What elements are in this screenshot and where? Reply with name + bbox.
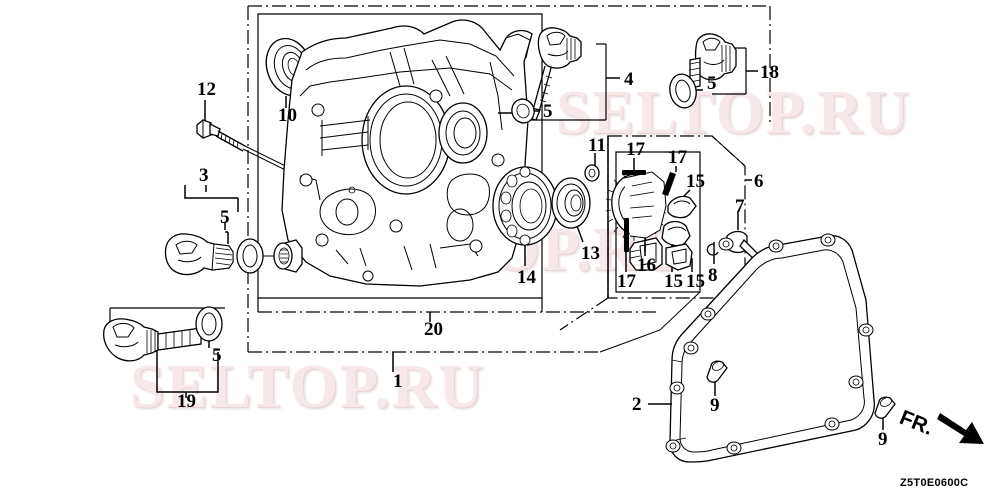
part-20-crankcase-cover [274,20,532,286]
callout-15-mid: 15 [664,271,683,292]
group-box-4 [528,44,620,120]
callout-14: 14 [517,267,536,288]
part-5b-o-ring [196,307,222,348]
callout-5-dipstick-oring: 5 [543,101,553,122]
part-16-oil-pump-rotor [606,170,667,270]
callout-3: 3 [199,165,209,186]
callout-5-filler-oring: 5 [220,207,230,228]
part-15b-vane [662,222,690,273]
part-11-snap-ring [585,153,599,181]
callout-1: 1 [393,371,403,392]
fr-arrow-icon [937,413,984,444]
callout-15-right: 15 [686,271,705,292]
callout-5-gauge-oring: 5 [212,345,222,366]
callout-9-right: 9 [878,429,888,450]
callout-7: 7 [735,196,745,217]
part-8-clip [707,242,718,264]
group-box-1 [248,6,770,352]
callout-18: 18 [760,62,779,83]
callout-17-bottom: 17 [617,271,636,292]
part-3-filler-cap [165,185,238,275]
part-9b-dowel-pin [875,396,895,430]
part-14-ball-bearing-large [493,167,557,266]
part-5d-o-ring [667,72,703,111]
part-17a-pin [622,158,646,175]
callout-16: 16 [637,255,656,276]
callout-9-left: 9 [710,395,720,416]
part-2-gasket [648,234,874,462]
part-5c-o-ring [498,96,540,126]
part-19-oil-level-gauge [104,319,201,361]
part-17c-pin [624,218,629,272]
part-9a-dowel-pin [707,360,727,396]
callout-12: 12 [197,79,216,100]
callout-11: 11 [588,135,606,156]
callout-20: 20 [424,319,443,340]
part-13-ball-bearing-small [552,178,590,242]
callout-2: 2 [632,394,642,415]
callout-17-top: 17 [626,139,645,160]
part-code: Z5T0E0600C [900,477,969,489]
callout-10: 10 [278,105,297,126]
callout-4: 4 [624,69,634,90]
callout-19: 19 [177,391,196,412]
callout-5-plug-oring: 5 [707,73,717,94]
callout-8: 8 [708,265,718,286]
connector-6c [600,292,700,352]
connector-6b [560,298,608,330]
connector-6a [712,136,745,166]
part-5a-o-ring [225,222,263,273]
part-7-pump-pin [727,212,760,261]
callout-13: 13 [581,243,600,264]
part-15c-vane [666,244,692,272]
part-17b-pin [662,166,676,196]
callout-15-top: 15 [686,171,705,192]
watermark-bottom-left: SELTOP.RU [130,353,486,421]
callout-6: 6 [754,171,764,192]
part-4-dipstick [528,28,581,120]
part-15a-vane [668,190,696,218]
bracket-20 [258,312,660,322]
callout-17-right: 17 [668,147,687,168]
